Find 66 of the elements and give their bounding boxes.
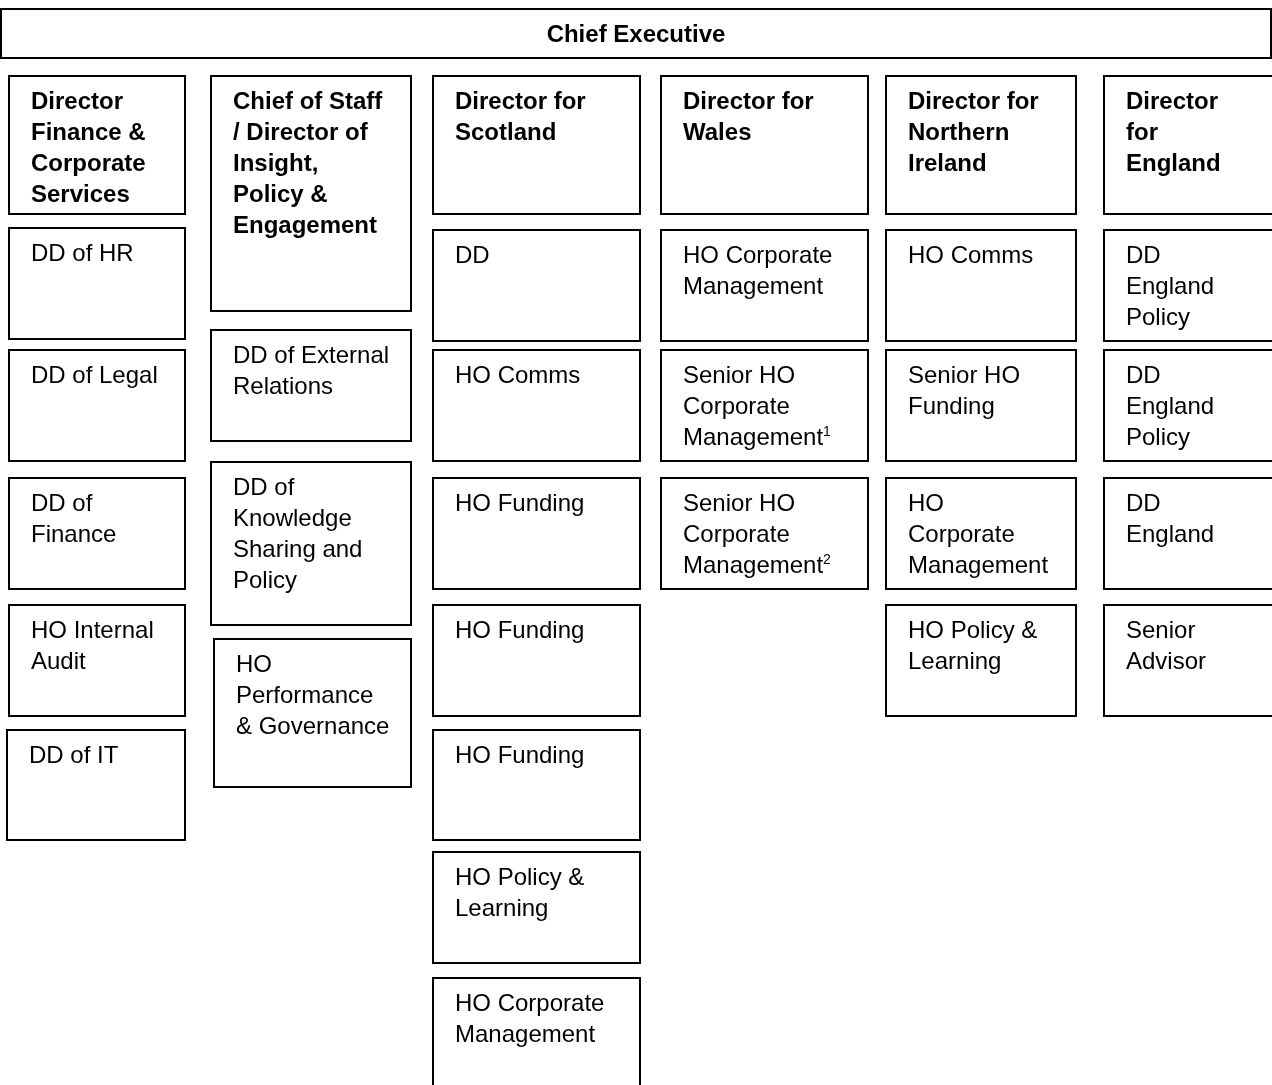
role-box (432, 851, 641, 964)
director-box (1103, 75, 1272, 215)
role-box (885, 229, 1077, 342)
role-box (210, 329, 412, 442)
role-title: HO Funding (455, 740, 585, 770)
role-box (432, 229, 641, 342)
role-title: DD of Finance (31, 488, 118, 549)
role-box (1103, 349, 1272, 462)
role-title: HO Internal Audit (31, 615, 155, 676)
role-title: HO Policy & Learning (455, 862, 586, 923)
director-box (432, 75, 641, 215)
director-box (210, 75, 412, 312)
role-box (8, 604, 186, 717)
role-box (1103, 604, 1272, 717)
role-title: DD England Policy (1126, 240, 1216, 332)
director-title: Director for Northern Ireland (908, 86, 1040, 178)
role-box (885, 349, 1077, 462)
role-box (432, 477, 641, 590)
chief-executive-box (0, 8, 1272, 59)
role-title: Senior HO Corporate Management$^{2}$ (683, 488, 832, 580)
role-title: HO Comms (908, 240, 1034, 270)
role-title: DD of Knowledge Sharing and Policy (233, 472, 364, 595)
role-box (1103, 229, 1272, 342)
role-box (660, 477, 869, 590)
director-box (8, 75, 186, 215)
director-title: Director for England (1126, 86, 1222, 178)
director-title: Director Finance & Corporate Services (31, 86, 147, 209)
director-title: Director for Wales (683, 86, 815, 147)
role-title: Senior HO Corporate Management$^{1}$ (683, 360, 832, 452)
role-title: DD of Legal (31, 360, 158, 390)
role-box (8, 477, 186, 590)
role-box (432, 349, 641, 462)
role-title: HO Corporate Management (683, 240, 834, 301)
role-title: DD England Policy (1126, 360, 1216, 452)
role-box (213, 638, 412, 788)
director-title: Director for Scotland (455, 86, 587, 147)
director-title: Chief of Staff / Director of Insight, Policy & Engagement (233, 86, 384, 240)
role-title: DD of IT (29, 740, 119, 770)
role-box (210, 461, 412, 626)
role-title: DD (455, 240, 490, 270)
role-box (660, 229, 869, 342)
role-box (885, 604, 1077, 717)
role-title: HO Funding (455, 488, 585, 518)
role-box (6, 729, 186, 841)
role-box (660, 349, 869, 462)
role-title: HO Comms (455, 360, 581, 390)
role-title: HO Policy & Learning (908, 615, 1039, 676)
director-box (660, 75, 869, 215)
role-title: Senior Advisor (1126, 615, 1208, 676)
role-title: Senior HO Funding (908, 360, 1022, 421)
role-box (885, 477, 1077, 590)
role-title: HO Corporate Management (455, 988, 606, 1049)
role-title: HO Performance & Governance (236, 649, 391, 741)
role-title: HO Corporate Management (908, 488, 1050, 580)
role-box (432, 977, 641, 1085)
role-title: HO Funding (455, 615, 585, 645)
role-box (8, 349, 186, 462)
role-title: DD of External Relations (233, 340, 391, 401)
chief-executive-title: Chief Executive (546, 19, 726, 49)
director-box (885, 75, 1077, 215)
role-title: DD England (1126, 488, 1216, 549)
role-box (8, 227, 186, 340)
role-box (432, 729, 641, 841)
role-box (1103, 477, 1272, 590)
role-box (432, 604, 641, 717)
role-title: DD of HR (31, 238, 134, 268)
